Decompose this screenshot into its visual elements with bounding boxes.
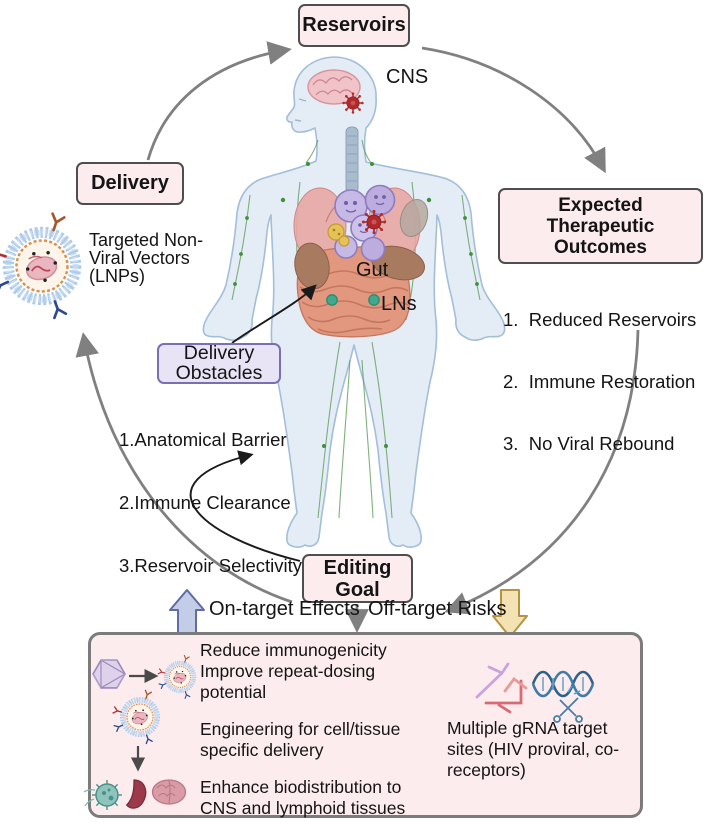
lymph-node-left bbox=[326, 294, 338, 306]
panel-item-grna-targets: Multiple gRNA target sites (HIV proviral… bbox=[447, 718, 620, 780]
delivery-box: Delivery bbox=[76, 162, 184, 205]
editing-goal-label: Editing Goal bbox=[323, 556, 392, 601]
editing-goal-box: Editing Goal bbox=[302, 554, 413, 603]
panel-item-biodistribution: Enhance biodistribution to CNS and lymph… bbox=[200, 777, 406, 818]
arrow-reservoirs-to-outcomes bbox=[421, 46, 606, 174]
panel-item-immunogenicity: Reduce immunogenicity Improve repeat-dos… bbox=[200, 640, 387, 702]
arrow-delivery-to-reservoirs bbox=[146, 41, 292, 161]
gut-intestines-icon bbox=[296, 246, 411, 338]
expected-outcomes-list: 1. Reduced Reservoirs 2. Immune Restorat… bbox=[503, 268, 696, 497]
panel-item-engineering: Engineering for cell/tissue specific del… bbox=[200, 719, 401, 760]
cns-label: CNS bbox=[386, 66, 429, 88]
lns-label: LNs bbox=[381, 293, 417, 315]
immune-cells-cluster-icon bbox=[334, 184, 396, 262]
reservoirs-label: Reservoirs bbox=[302, 14, 406, 36]
expected-outcomes-box: Expected Therapeutic Outcomes bbox=[498, 188, 703, 264]
abdomen-virus-icon bbox=[361, 209, 387, 235]
arrow-obstacles-to-gut bbox=[231, 284, 317, 344]
obstacle-item: 2.Immune Clearance bbox=[119, 492, 291, 513]
yellow-cells-icon bbox=[327, 223, 350, 247]
gut-label: Gut bbox=[356, 259, 389, 281]
expected-outcomes-label: Expected Therapeutic Outcomes bbox=[546, 194, 655, 258]
reservoirs-box: Reservoirs bbox=[298, 4, 410, 47]
delivery-label: Delivery bbox=[91, 172, 169, 194]
on-target-effects-label: On-target Effects bbox=[209, 598, 360, 620]
outcome-item: 3. No Viral Rebound bbox=[503, 433, 675, 455]
lnp-caption: Targeted Non-Viral Vectors (LNPs) bbox=[89, 230, 204, 286]
obstacle-item: 1.Anatomical Barrier bbox=[119, 429, 287, 450]
delivery-obstacles-box: Delivery Obstacles bbox=[157, 343, 281, 384]
cns-virus-icon bbox=[341, 91, 365, 115]
delivery-obstacles-list: 1.Anatomical Barrier 2.Immune Clearance … bbox=[119, 387, 302, 618]
outcome-item: 2. Immune Restoration bbox=[503, 370, 696, 392]
obstacle-item: 3.Reservoir Selectivity bbox=[119, 555, 303, 576]
brain-cns-icon bbox=[307, 69, 361, 105]
off-target-risks-label: Off-target Risks bbox=[368, 598, 507, 620]
lymph-node-right bbox=[368, 294, 380, 306]
outcome-item: 1. Reduced Reservoirs bbox=[503, 308, 697, 330]
delivery-obstacles-label: Delivery Obstacles bbox=[175, 342, 263, 384]
lnp-nanoparticle-icon bbox=[0, 212, 76, 320]
